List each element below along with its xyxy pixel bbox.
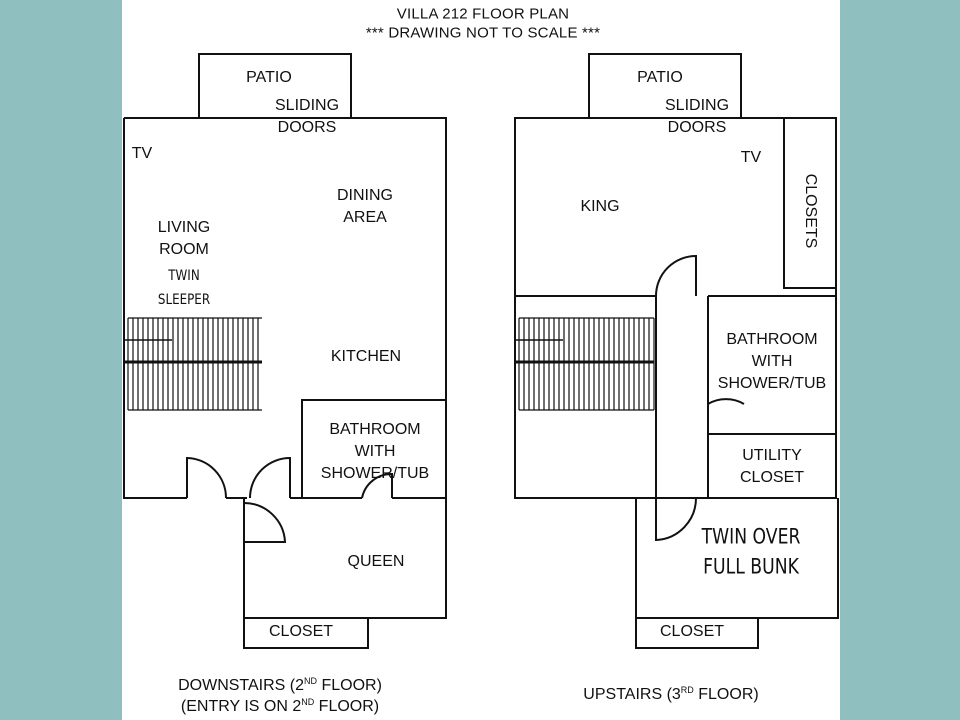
downstairs-sliding-label: SLIDING (274, 96, 340, 114)
upstairs-bath-with-label: WITH (751, 352, 793, 370)
downstairs-doors-label: DOORS (277, 118, 337, 136)
entry-door-left (186, 456, 227, 499)
downstairs-outer-wall (123, 117, 447, 499)
upstairs-bath-door (707, 398, 745, 405)
twin-sleeper-label: TWIN (168, 267, 200, 284)
downstairs-bath-with-label: WITH (354, 442, 396, 460)
downstairs-bath-label: BATHROOM (329, 420, 421, 438)
downstairs-patio-label: PATIO (246, 68, 292, 86)
downstairs-bath-shower-label: SHOWER/TUB (320, 464, 430, 482)
plan-subtitle: *** DRAWING NOT TO SCALE *** (365, 24, 601, 42)
downstairs-bath-door (361, 472, 393, 499)
downstairs-tv-label: TV (131, 144, 153, 162)
upstairs-caption: UPSTAIRS (3RD FLOOR) (583, 684, 759, 703)
king-label: KING (580, 197, 620, 215)
downstairs-caption: DOWNSTAIRS (2ND FLOOR) (178, 675, 382, 694)
plan-title: VILLA 212 FLOOR PLAN (396, 5, 570, 23)
bunk-label: TWIN OVER (701, 524, 801, 549)
bunk-door (655, 497, 698, 542)
downstairs-queen-wall (243, 497, 447, 619)
utility-closet-label: CLOSET (739, 468, 805, 486)
upstairs-tv-label: TV (740, 148, 762, 166)
upstairs-stairs (518, 317, 655, 411)
kitchen-label: KITCHEN (330, 347, 402, 365)
downstairs-closet (243, 617, 369, 649)
downstairs-stairs (127, 317, 262, 411)
utility-label: UTILITY (742, 446, 802, 464)
upstairs-closet (635, 617, 759, 649)
dining-area-label: AREA (343, 208, 387, 226)
living-label: LIVING (157, 218, 211, 236)
upstairs-closets-wall (783, 118, 836, 289)
downstairs-bathroom-wall (301, 399, 446, 498)
king-door (655, 254, 697, 297)
upstairs-doors-label: DOORS (667, 118, 727, 136)
upstairs-patio-label: PATIO (637, 68, 683, 86)
upstairs-bath-shower-label: SHOWER/TUB (717, 374, 827, 392)
closets-label: CLOSETS (802, 173, 820, 249)
entry-caption: (ENTRY IS ON 2ND FLOOR) (180, 696, 380, 715)
downstairs-plan (123, 53, 447, 649)
queen-label: QUEEN (347, 552, 405, 570)
entry-door-right (249, 456, 291, 499)
queen-door (243, 501, 287, 543)
sleeper-label: SLEEPER (157, 291, 211, 308)
upstairs-outer-wall (514, 117, 837, 499)
upstairs-hall-wall (515, 295, 836, 498)
upstairs-closet-label: CLOSET (659, 622, 725, 640)
upstairs-bath-label: BATHROOM (726, 330, 818, 348)
bunk-full-label: FULL BUNK (703, 554, 799, 579)
downstairs-closet-label: CLOSET (268, 622, 334, 640)
dining-label: DINING (337, 186, 393, 204)
living-room-label: ROOM (159, 240, 209, 258)
upstairs-plan (514, 53, 839, 649)
floor-plan-sheet (122, 0, 840, 720)
upstairs-sliding-label: SLIDING (664, 96, 730, 114)
